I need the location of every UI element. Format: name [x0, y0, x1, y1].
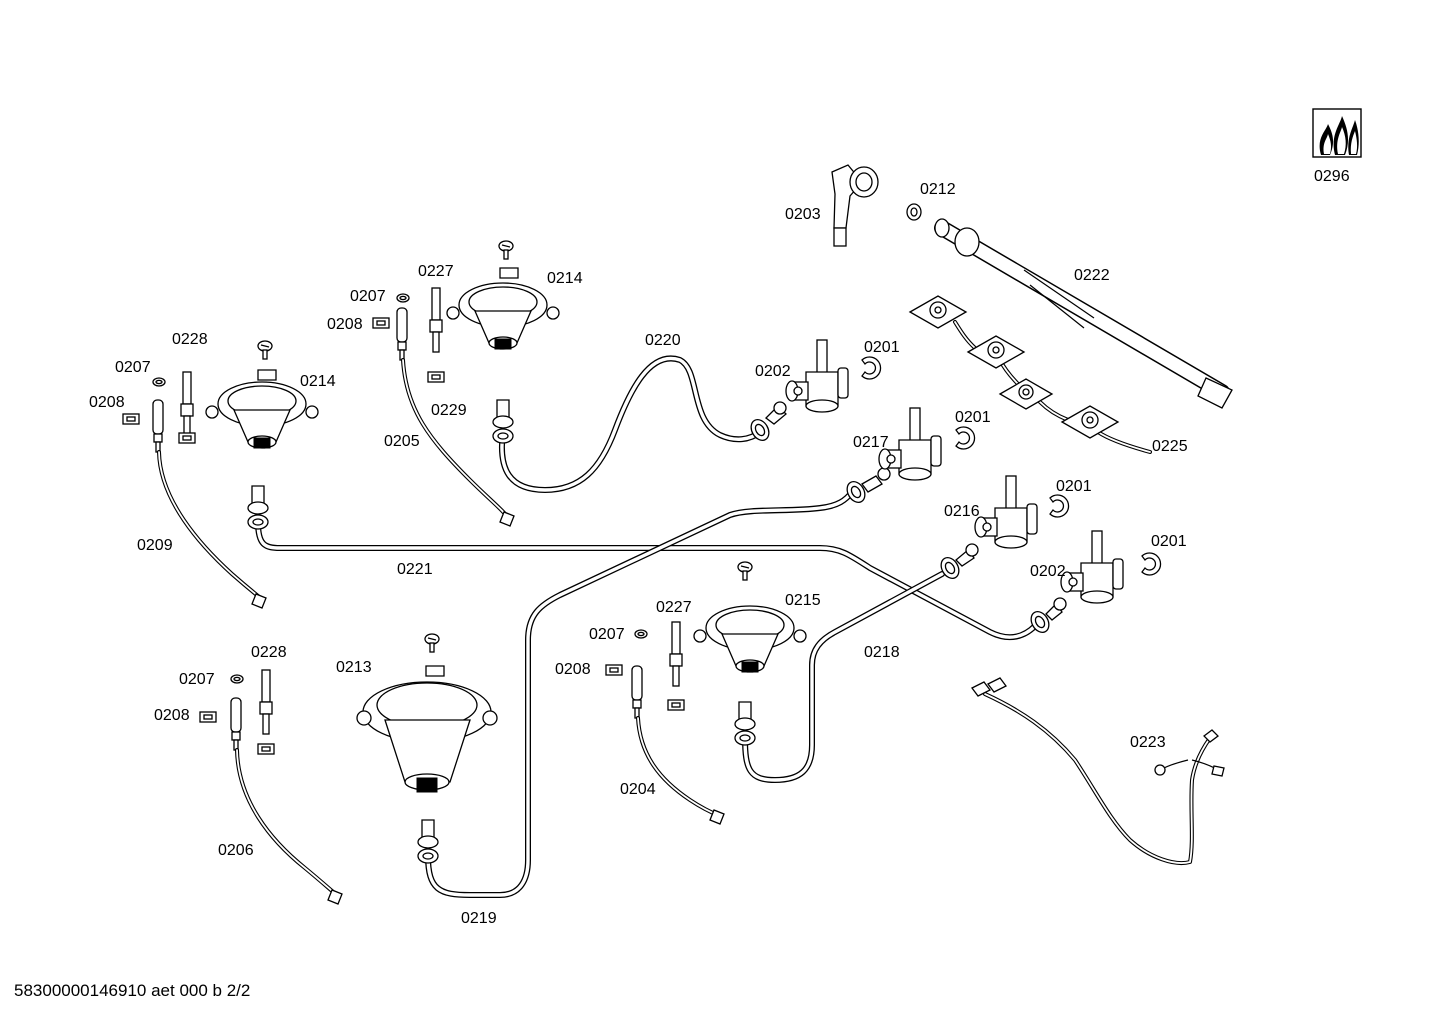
ignition-plug-0228-bottom [259, 669, 273, 735]
label-0225: 0225 [1152, 438, 1188, 455]
clip-0201-b [955, 426, 976, 450]
clip-0201-d [1141, 552, 1162, 576]
label-0208-d: 0208 [154, 707, 190, 724]
ring-0207-d [230, 674, 244, 684]
thermocouple-0205 [396, 307, 515, 527]
washer-0212 [906, 203, 922, 221]
label-0223: 0223 [1130, 734, 1166, 751]
label-0220: 0220 [645, 332, 681, 349]
burner-base-0215 [693, 605, 807, 673]
label-0212: 0212 [920, 181, 956, 198]
screw-0214-top [498, 240, 514, 260]
ignition-plug-0227-top [429, 287, 443, 353]
clip-0201-c [1049, 494, 1070, 518]
gas-pipe-0219 [425, 489, 855, 898]
seal-0227-bottom [667, 699, 685, 711]
gas-tap-0202-b [1060, 530, 1124, 604]
label-0201-b: 0201 [955, 409, 991, 426]
pipe-fittings [247, 399, 1067, 864]
label-0229: 0229 [431, 402, 467, 419]
thermocouple-0209 [152, 399, 267, 609]
label-0214-a: 0214 [547, 270, 583, 287]
label-0215: 0215 [785, 592, 821, 609]
seal-0208-a [372, 317, 390, 329]
burner-base-0214-left [205, 381, 319, 449]
label-0219: 0219 [461, 910, 497, 927]
label-0207-c: 0207 [589, 626, 625, 643]
label-0222: 0222 [1074, 267, 1110, 284]
label-0216: 0216 [944, 503, 980, 520]
screw-0215 [737, 561, 753, 581]
label-0217: 0217 [853, 434, 889, 451]
gas-tap-0202-a [785, 339, 849, 413]
gas-pipe-0221 [255, 519, 1038, 641]
elbow-fitting-0203 [831, 164, 879, 247]
wiring-harness-0223 [971, 677, 1225, 865]
part-labels: 0296 0203 0212 0222 0225 0201 0202 0201 … [89, 168, 1350, 927]
ring-0207-a [396, 293, 410, 303]
thermocouple-0206 [230, 697, 343, 905]
ignition-plug-0228-top [180, 371, 194, 437]
label-0209: 0209 [137, 537, 173, 554]
label-0207-d: 0207 [179, 671, 215, 688]
label-0228-b: 0228 [251, 644, 287, 661]
label-0202-a: 0202 [755, 363, 791, 380]
label-0214-b: 0214 [300, 373, 336, 390]
screw-0213 [424, 633, 440, 653]
ring-0207-c [634, 629, 648, 639]
label-0206: 0206 [218, 842, 254, 859]
label-0227-a: 0227 [418, 263, 454, 280]
ignition-plug-0227-bottom [669, 621, 683, 687]
label-0201-a: 0201 [864, 339, 900, 356]
clip-0201-a [861, 356, 882, 380]
label-0204: 0204 [620, 781, 656, 798]
label-0208-a: 0208 [327, 316, 363, 333]
label-0228-a: 0228 [172, 331, 208, 348]
label-0213: 0213 [336, 659, 372, 676]
label-0201-c: 0201 [1056, 478, 1092, 495]
label-0221: 0221 [397, 561, 433, 578]
ring-0207-b [152, 377, 166, 387]
label-0202-b: 0202 [1030, 563, 1066, 580]
label-0207-b: 0207 [115, 359, 151, 376]
ignition-switch-harness-0225 [908, 295, 1152, 454]
label-0203: 0203 [785, 206, 821, 223]
thermocouple-0204 [631, 665, 725, 825]
label-0208-c: 0208 [555, 661, 591, 678]
gas-pipe-0218 [742, 571, 945, 783]
label-0207-a: 0207 [350, 288, 386, 305]
label-0218: 0218 [864, 644, 900, 661]
seal-0208-c [605, 664, 623, 676]
seal-0228-top [178, 432, 196, 444]
burner-base-0214-top [446, 282, 560, 350]
label-0205: 0205 [384, 433, 420, 450]
document-reference: 58300000146910 aet 000 b 2/2 [14, 981, 251, 1000]
seal-0208-b [122, 413, 140, 425]
label-0227-b: 0227 [656, 599, 692, 616]
label-0208-b: 0208 [89, 394, 125, 411]
gas-flame-icon [1312, 108, 1362, 158]
gas-pipe-0220 [499, 355, 763, 493]
gas-tap-0216 [974, 475, 1038, 549]
seal-0208-d [199, 711, 217, 723]
seal-0228-bottom [257, 743, 275, 755]
label-0201-d: 0201 [1151, 533, 1187, 550]
gas-manifold-0222 [934, 218, 1233, 409]
label-0296: 0296 [1314, 168, 1350, 185]
screw-0214-left [257, 340, 273, 360]
seal-0229 [427, 371, 445, 383]
burner-base-0213 [356, 681, 498, 793]
